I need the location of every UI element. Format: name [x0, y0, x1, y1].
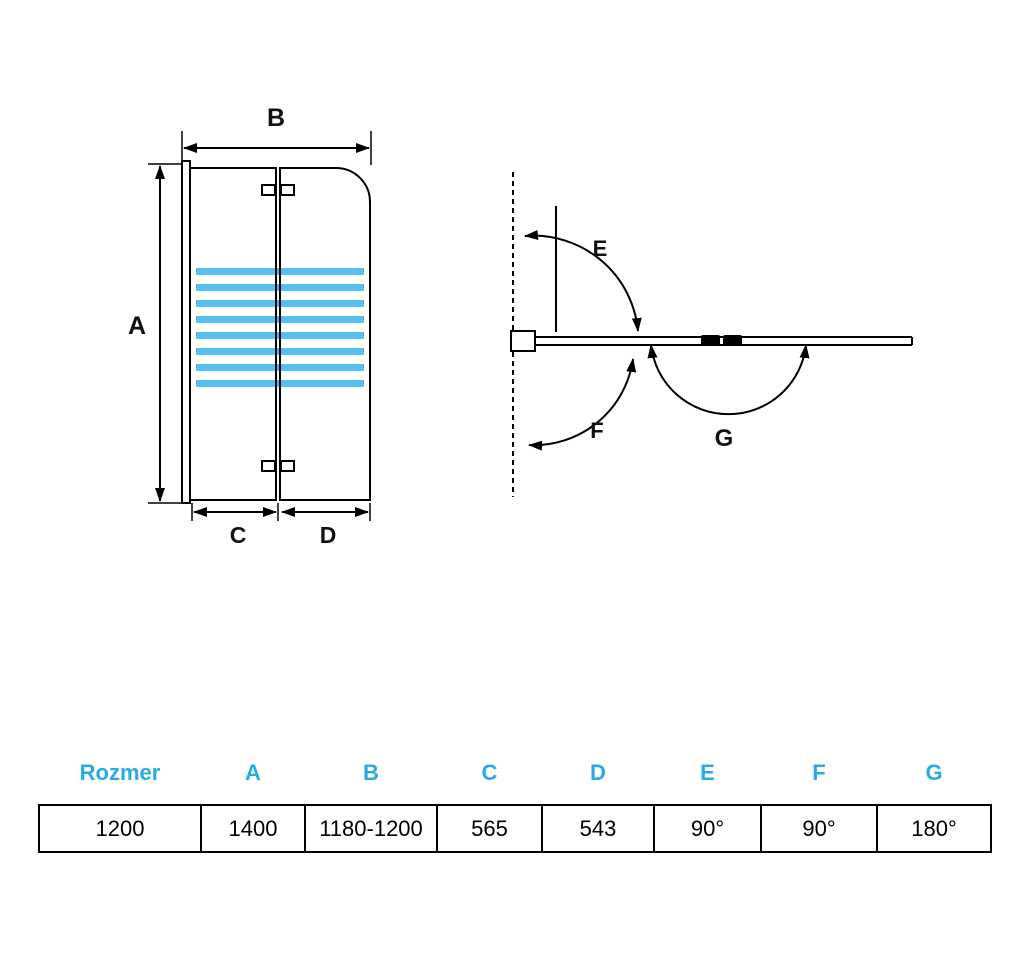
table-header-d: D: [590, 760, 606, 785]
wall-bracket-plan: [510, 330, 536, 352]
table-value-row: 1200 1400 1180-1200 565 543 90° 90° 180°: [38, 804, 992, 853]
dimension-c-label: C: [230, 522, 247, 548]
dimension-d: [281, 503, 371, 521]
dimension-b: [181, 131, 372, 165]
table-header-e: E: [700, 760, 715, 785]
top-view: E F G: [510, 172, 913, 497]
table-header-c: C: [481, 760, 498, 785]
hinge-bottom: [261, 460, 295, 472]
technical-diagram: B A C D: [128, 104, 913, 548]
table-value-rozmer: 1200: [38, 804, 202, 853]
table-value-e: 90°: [653, 804, 762, 853]
table-value-a: 1400: [200, 804, 306, 853]
angle-f-label: F: [590, 418, 603, 443]
angle-f-arc: [528, 358, 637, 451]
angle-e-arc: [524, 229, 642, 332]
table-header-g: G: [925, 760, 943, 785]
angle-g-label: G: [715, 425, 734, 452]
table-header-row: Rozmer A B C D E F G: [39, 760, 991, 805]
table-header-f: F: [812, 760, 826, 785]
table-header-a: A: [245, 760, 261, 785]
dimension-c: [191, 503, 279, 521]
dimension-table: Rozmer A B C D E F G 1200 1400 1180-1200…: [38, 760, 992, 853]
hinge-top: [261, 184, 295, 196]
table-header-b: B: [363, 760, 379, 785]
dimension-b-label: B: [267, 104, 285, 132]
angle-e-label: E: [593, 236, 608, 261]
table-header-rozmer: Rozmer: [79, 760, 161, 785]
dimension-a: [148, 163, 183, 504]
glass-panel-1: [189, 167, 277, 501]
hinge-marks-plan: [701, 335, 742, 346]
table-value-f: 90°: [760, 804, 878, 853]
glass-panel-2: [279, 167, 371, 501]
angle-g-arc: [647, 344, 810, 416]
table-value-d: 543: [541, 804, 655, 853]
table-value-c: 565: [436, 804, 543, 853]
dimension-a-label: A: [128, 312, 146, 340]
front-view: B A C D: [128, 104, 372, 548]
table-value-b: 1180-1200: [304, 804, 438, 853]
table-value-g: 180°: [876, 804, 992, 853]
dimension-d-label: D: [320, 522, 337, 548]
wall-profile: [181, 160, 191, 504]
